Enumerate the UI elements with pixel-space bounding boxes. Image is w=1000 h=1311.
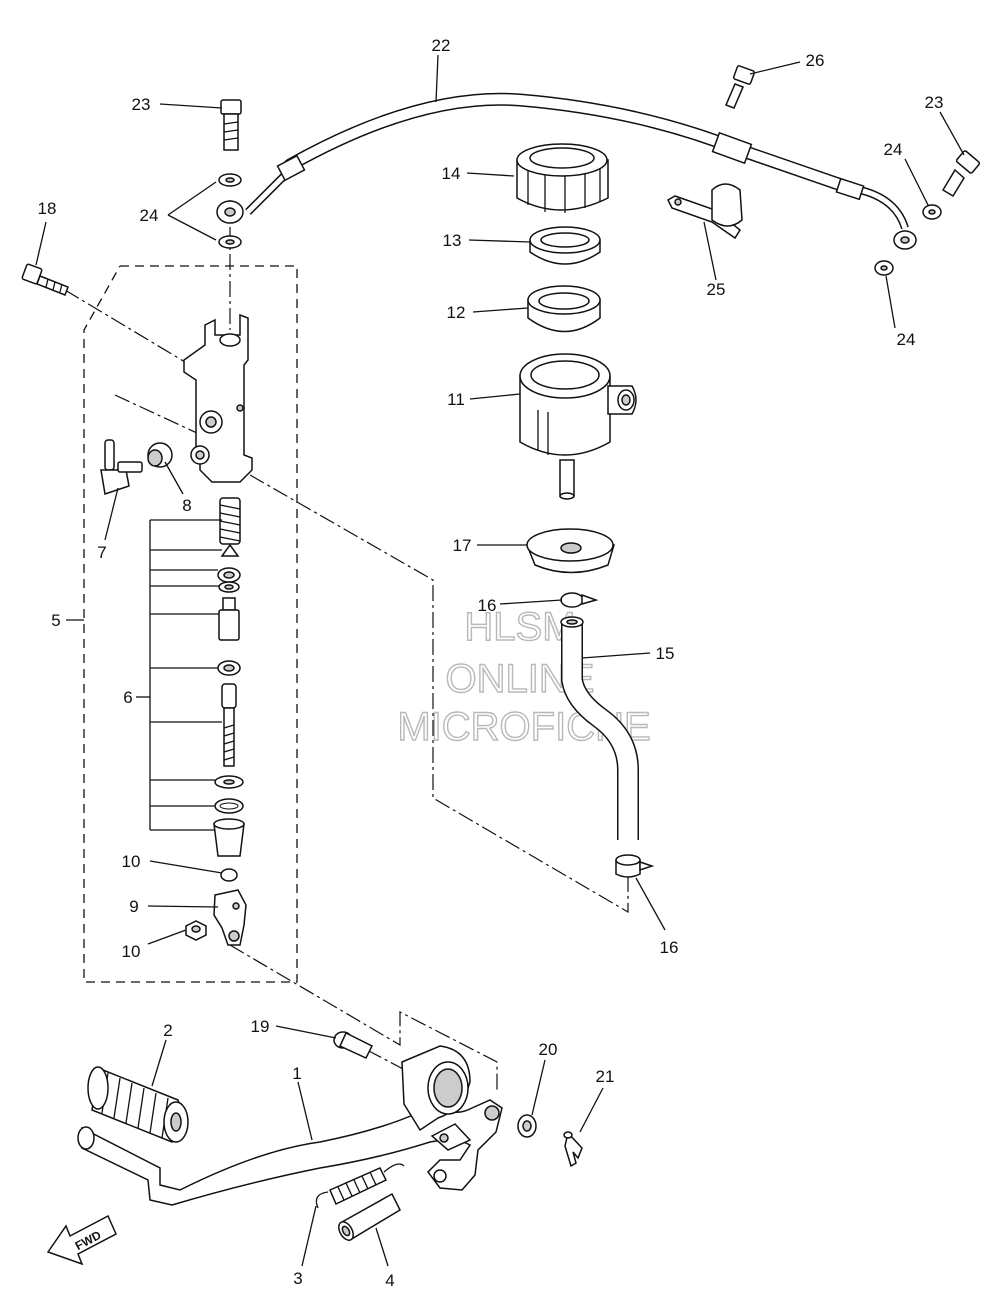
brake-pedal <box>77 1096 503 1206</box>
hose-fitting <box>100 439 143 495</box>
locknut-lower <box>185 920 207 941</box>
callout-26: 26 <box>806 51 825 70</box>
watermark-line-1: HLSM <box>464 605 575 649</box>
callout-24-right-upper: 24 <box>884 140 903 159</box>
clevis-pin <box>333 1031 374 1059</box>
ref-line-bolt-18 <box>64 289 191 366</box>
master-cylinder-body <box>183 313 253 483</box>
callout-19: 19 <box>251 1017 270 1036</box>
callout-3: 3 <box>293 1269 302 1288</box>
hose-guide-bracket <box>667 183 743 240</box>
reservoir-boot <box>525 528 616 574</box>
callout-2: 2 <box>163 1021 172 1040</box>
callout-9: 9 <box>129 897 138 916</box>
callout-6: 6 <box>123 688 132 707</box>
callout-20: 20 <box>539 1040 558 1059</box>
return-spring <box>315 1163 405 1209</box>
pedal-washer <box>517 1114 537 1138</box>
callout-1: 1 <box>292 1064 301 1083</box>
hose-clamp-lower <box>615 854 655 878</box>
callout-16-lower: 16 <box>660 938 679 957</box>
hose-clamp-upper <box>560 592 599 608</box>
master-cylinder-assembly-box <box>83 265 298 983</box>
clevis <box>213 889 247 946</box>
forward-direction-arrow: FWD <box>46 1214 117 1266</box>
callout-labels: 1 2 3 4 5 6 7 8 9 10 10 11 12 13 14 15 1… <box>38 36 944 1290</box>
reservoir-diaphragm-plate <box>529 226 601 265</box>
callout-18: 18 <box>38 199 57 218</box>
pedal-rubber <box>87 1066 189 1143</box>
spring-sleeve <box>338 1192 401 1242</box>
piston-kit <box>213 497 245 857</box>
callout-16-upper: 16 <box>478 596 497 615</box>
ref-line-pushrod <box>229 944 498 1092</box>
callout-25: 25 <box>707 280 726 299</box>
brake-hose <box>245 92 917 250</box>
reservoir-tank <box>519 353 637 500</box>
callout-4: 4 <box>385 1271 394 1290</box>
callout-12: 12 <box>447 303 466 322</box>
callout-21: 21 <box>596 1067 615 1086</box>
ref-line-hose-15 <box>249 474 629 914</box>
callout-7: 7 <box>97 543 106 562</box>
callout-23-right: 23 <box>925 93 944 112</box>
leader-lines <box>35 54 965 1267</box>
callout-11: 11 <box>447 390 465 409</box>
reservoir-cap <box>516 143 609 213</box>
locknut-upper <box>220 868 238 882</box>
callout-10-upper: 10 <box>122 852 141 871</box>
guide-bolt <box>725 65 756 109</box>
mounting-bolt <box>21 263 69 296</box>
grommet <box>147 442 173 468</box>
callout-17: 17 <box>453 536 472 555</box>
pedal-pivot-boss <box>401 1045 471 1132</box>
callout-15: 15 <box>656 644 675 663</box>
piston-kit-bracket <box>149 519 222 831</box>
callout-24-left: 24 <box>140 206 159 225</box>
callout-8: 8 <box>182 496 191 515</box>
ref-line-pin-19 <box>366 1049 406 1071</box>
callout-23-left: 23 <box>132 95 151 114</box>
callout-13: 13 <box>443 231 462 250</box>
reservoir-diaphragm <box>527 285 601 333</box>
callout-22: 22 <box>432 36 451 55</box>
banjo-bolt-left <box>220 99 242 151</box>
callout-14: 14 <box>442 164 461 183</box>
reservoir-hose <box>560 616 639 840</box>
crush-washers-right <box>874 204 942 276</box>
banjo-bolt-right <box>941 150 981 198</box>
callout-24-right-lower: 24 <box>897 330 916 349</box>
cotter-pin <box>563 1131 583 1168</box>
callout-10-lower: 10 <box>122 942 141 961</box>
callout-5: 5 <box>51 611 60 630</box>
crush-washers-left <box>216 173 244 249</box>
